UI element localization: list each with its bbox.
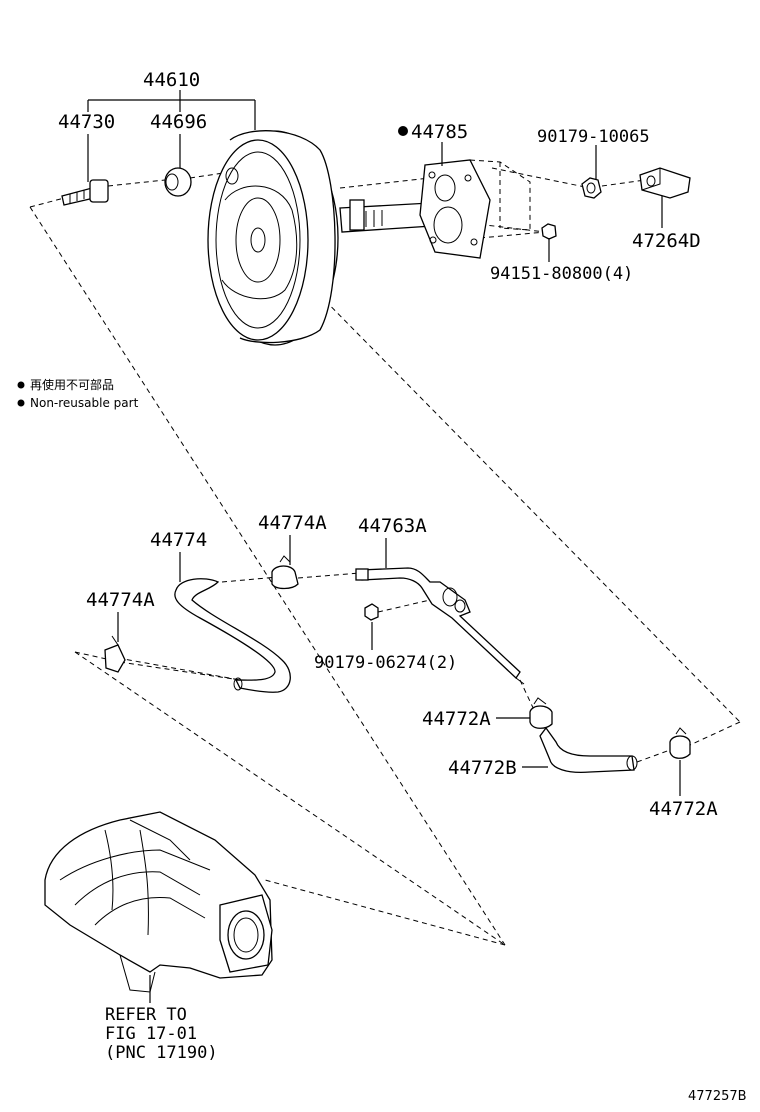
- refer-note: REFER TO FIG 17-01 (PNC 17190): [105, 1005, 218, 1063]
- vacuum-pipe-44763A: [355, 567, 525, 685]
- hose-clip-44772A-right: [669, 727, 691, 759]
- check-valve-bolt-44730: [61, 179, 109, 206]
- nut-94151-80800: [541, 223, 557, 240]
- clevis-47264D: [639, 167, 691, 199]
- nut-90179-10065: [581, 177, 602, 199]
- brake-booster: [207, 130, 471, 346]
- label-47264D[interactable]: 47264D: [632, 230, 701, 252]
- legend: 再使用不可部品 Non-reusable part: [17, 377, 139, 410]
- hose-clip-44774A-top: [271, 555, 299, 590]
- vacuum-hose-44774: [174, 578, 291, 693]
- label-44763A[interactable]: 44763A: [358, 515, 427, 537]
- legend-bullet-icon: [17, 381, 25, 389]
- non-reusable-bullet-icon: [398, 126, 408, 136]
- label-44774[interactable]: 44774: [150, 529, 207, 551]
- assembly-dashed-lines: [29, 159, 741, 946]
- figure-id: 477257B: [688, 1089, 747, 1104]
- legend-english: Non-reusable part: [30, 396, 139, 410]
- vacuum-hose-44772B: [539, 726, 638, 774]
- label-leader-lines: [87, 90, 681, 796]
- hose-clip-44772A-mid: [529, 697, 553, 729]
- refer-line-2[interactable]: FIG 17-01: [105, 1024, 197, 1044]
- label-44696[interactable]: 44696: [150, 111, 207, 133]
- label-44730[interactable]: 44730: [58, 111, 115, 133]
- label-90179-10065[interactable]: 90179-10065: [537, 127, 650, 147]
- refer-line-3[interactable]: (PNC 17190): [105, 1043, 218, 1063]
- label-94151-80800[interactable]: 94151-80800(4): [490, 264, 633, 284]
- grommet-44696: [164, 167, 192, 197]
- legend-japanese: 再使用不可部品: [30, 377, 114, 392]
- nut-90179-06274: [364, 603, 379, 621]
- refer-line-1[interactable]: REFER TO: [105, 1005, 187, 1025]
- label-44774A-left[interactable]: 44774A: [86, 589, 155, 611]
- label-90179-06274[interactable]: 90179-06274(2): [314, 653, 457, 673]
- gasket-44785: [419, 159, 491, 259]
- hose-clip-44774A-left: [104, 635, 126, 673]
- label-44610[interactable]: 44610: [143, 69, 200, 91]
- legend-bullet-icon: [17, 399, 25, 407]
- label-44772B[interactable]: 44772B: [448, 757, 517, 779]
- label-44785[interactable]: 44785: [411, 121, 468, 143]
- label-44774A-top[interactable]: 44774A: [258, 512, 327, 534]
- label-44772A-mid[interactable]: 44772A: [422, 708, 491, 730]
- intake-manifold: [44, 811, 273, 1003]
- label-44772A-right[interactable]: 44772A: [649, 798, 718, 820]
